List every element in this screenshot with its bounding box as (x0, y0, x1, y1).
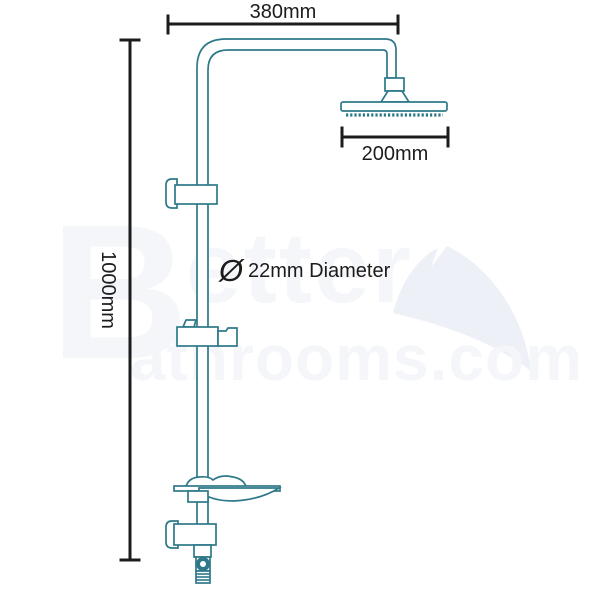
dimension-label-height: 1000mm (97, 251, 119, 329)
dimension-label-head-width: 200mm (362, 143, 429, 165)
wall-bracket-bottom (173, 523, 217, 546)
watermark-roof-shape (393, 246, 531, 371)
riser-and-arm-pipe (196, 38, 397, 551)
shower-head (340, 101, 448, 112)
soap-dish-bowl (198, 487, 282, 502)
soap-dish-clamp-bottom (187, 490, 209, 503)
wall-bracket-top (174, 184, 218, 205)
diameter-label: 22mm Diameter (248, 260, 391, 282)
watermark-letter-b: B (50, 184, 189, 399)
outlet-fitting (193, 544, 212, 558)
diameter-symbol: Ø (218, 253, 245, 288)
handset-holder-clip (217, 327, 238, 347)
soap-dish-clamp-top (184, 475, 248, 488)
handset-holder-tab (181, 319, 198, 328)
shower-head-joint-cone (379, 90, 411, 103)
watermark-word-top: etter (186, 212, 413, 324)
outlet-ring-center (200, 561, 206, 567)
handset-holder-body (176, 326, 219, 347)
dimension-label-width: 380mm (250, 1, 317, 23)
watermark-chimney-shape (398, 262, 424, 300)
shower-head-connector-nut (384, 77, 405, 92)
